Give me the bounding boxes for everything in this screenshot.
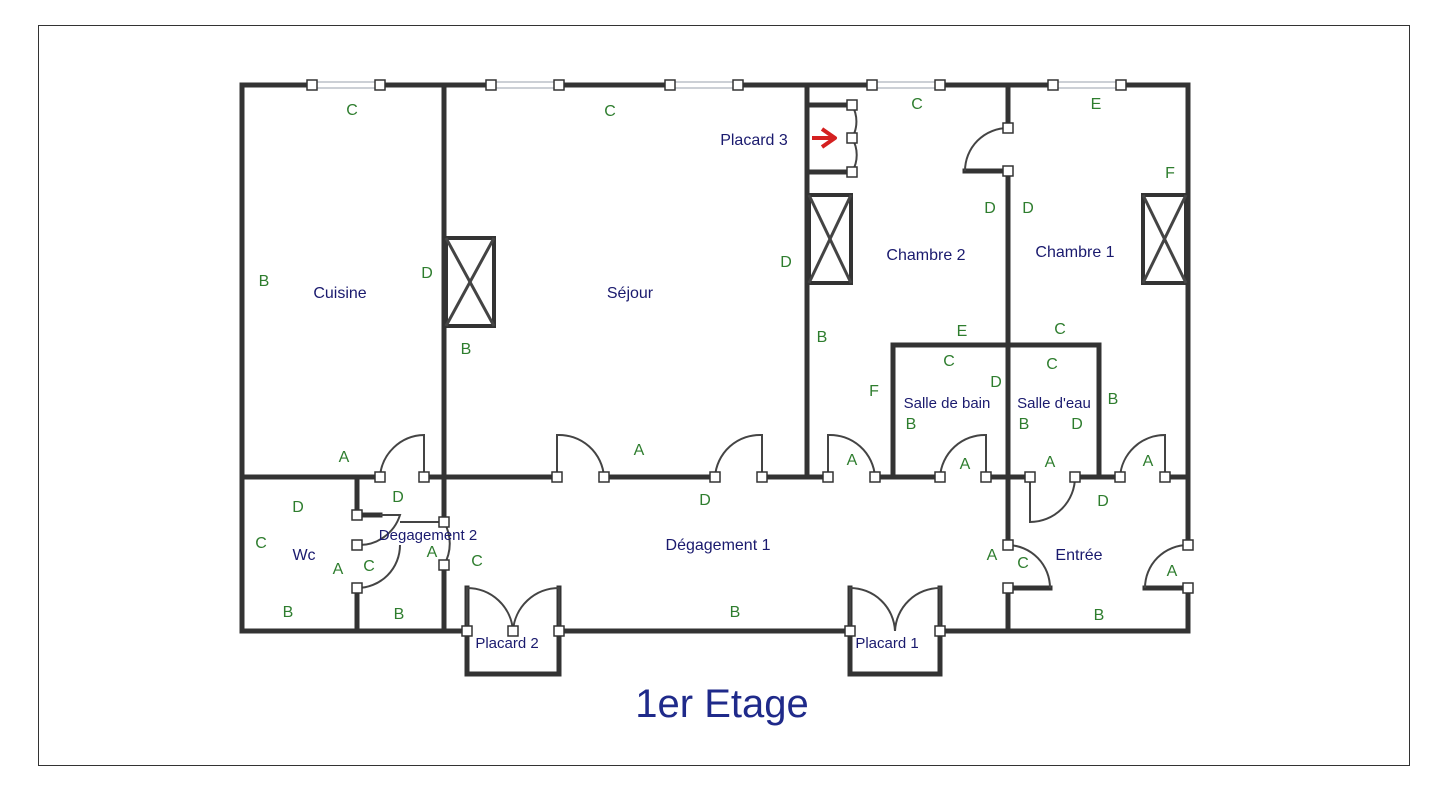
wall-label: B bbox=[1019, 416, 1030, 433]
wall-label: D bbox=[392, 489, 404, 506]
wall-label: B bbox=[1094, 607, 1105, 624]
wall-label: D bbox=[780, 254, 792, 271]
floor-title: 1er Etage bbox=[635, 682, 808, 726]
wall-label: A bbox=[987, 547, 998, 564]
wall-label: B bbox=[394, 606, 405, 623]
room-labels: Cuisine Séjour Chambre 2 Chambre 1 Placa… bbox=[292, 132, 1114, 652]
wall-label: D bbox=[1022, 200, 1034, 217]
room-salle-deau: Salle d'eau bbox=[1017, 395, 1091, 412]
wall-markers bbox=[306, 79, 1194, 637]
wall-label: D bbox=[421, 265, 433, 282]
wall-label: A bbox=[1143, 453, 1154, 470]
wall-label: A bbox=[339, 449, 350, 466]
walls bbox=[239, 82, 1191, 677]
wall-label: D bbox=[984, 200, 996, 217]
wall-letter-labels: C B D A C B A D C D B D F A E F D E C C … bbox=[255, 96, 1177, 624]
drawing-frame bbox=[38, 25, 1410, 766]
wall-label: A bbox=[634, 442, 645, 459]
wall-label: C bbox=[255, 535, 267, 552]
room-salle-de-bain: Salle de bain bbox=[904, 395, 991, 412]
ventilation-ducts bbox=[444, 193, 1188, 328]
room-degagement-1: Dégagement 1 bbox=[666, 537, 771, 554]
wall-label: B bbox=[259, 273, 270, 290]
wall-label: D bbox=[1071, 416, 1083, 433]
wall-label: C bbox=[1046, 356, 1058, 373]
room-chambre-2: Chambre 2 bbox=[886, 247, 965, 264]
wall-label: B bbox=[1108, 391, 1119, 408]
wall-label: B bbox=[461, 341, 472, 358]
wall-label: A bbox=[1045, 454, 1056, 471]
wall-label: D bbox=[699, 492, 711, 509]
wall-label: B bbox=[283, 604, 294, 621]
wall-label: C bbox=[604, 103, 616, 120]
wall-label: D bbox=[292, 499, 304, 516]
wall-label: C bbox=[911, 96, 923, 113]
wall-label: E bbox=[1091, 96, 1102, 113]
windows bbox=[312, 81, 1121, 89]
wall-label: C bbox=[943, 353, 955, 370]
wall-label: F bbox=[1165, 165, 1175, 182]
wall-label: A bbox=[960, 456, 971, 473]
room-placard-2: Placard 2 bbox=[475, 635, 538, 652]
wall-label: B bbox=[817, 329, 828, 346]
room-wc: Wc bbox=[292, 547, 315, 564]
wall-label: A bbox=[333, 561, 344, 578]
wall-label: C bbox=[471, 553, 483, 570]
wall-label: F bbox=[869, 383, 879, 400]
wall-label: C bbox=[1054, 321, 1066, 338]
wall-label: D bbox=[990, 374, 1002, 391]
room-entree: Entrée bbox=[1055, 547, 1102, 564]
room-sejour: Séjour bbox=[607, 285, 654, 302]
room-cuisine: Cuisine bbox=[313, 285, 366, 302]
wall-label: E bbox=[957, 323, 968, 340]
wall-label: C bbox=[363, 558, 375, 575]
arrow-icon bbox=[812, 127, 837, 149]
room-placard-3: Placard 3 bbox=[720, 132, 788, 149]
wall-label: D bbox=[1097, 493, 1109, 510]
wall-label: C bbox=[1017, 555, 1029, 572]
wall-label: A bbox=[847, 452, 858, 469]
wall-label: A bbox=[1167, 563, 1178, 580]
wall-label: C bbox=[346, 102, 358, 119]
wall-label: A bbox=[427, 544, 438, 561]
wall-label: B bbox=[730, 604, 741, 621]
room-degagement-2: Degagement 2 bbox=[379, 527, 477, 544]
wall-label: B bbox=[906, 416, 917, 433]
room-chambre-1: Chambre 1 bbox=[1035, 244, 1114, 261]
room-placard-1: Placard 1 bbox=[855, 635, 918, 652]
